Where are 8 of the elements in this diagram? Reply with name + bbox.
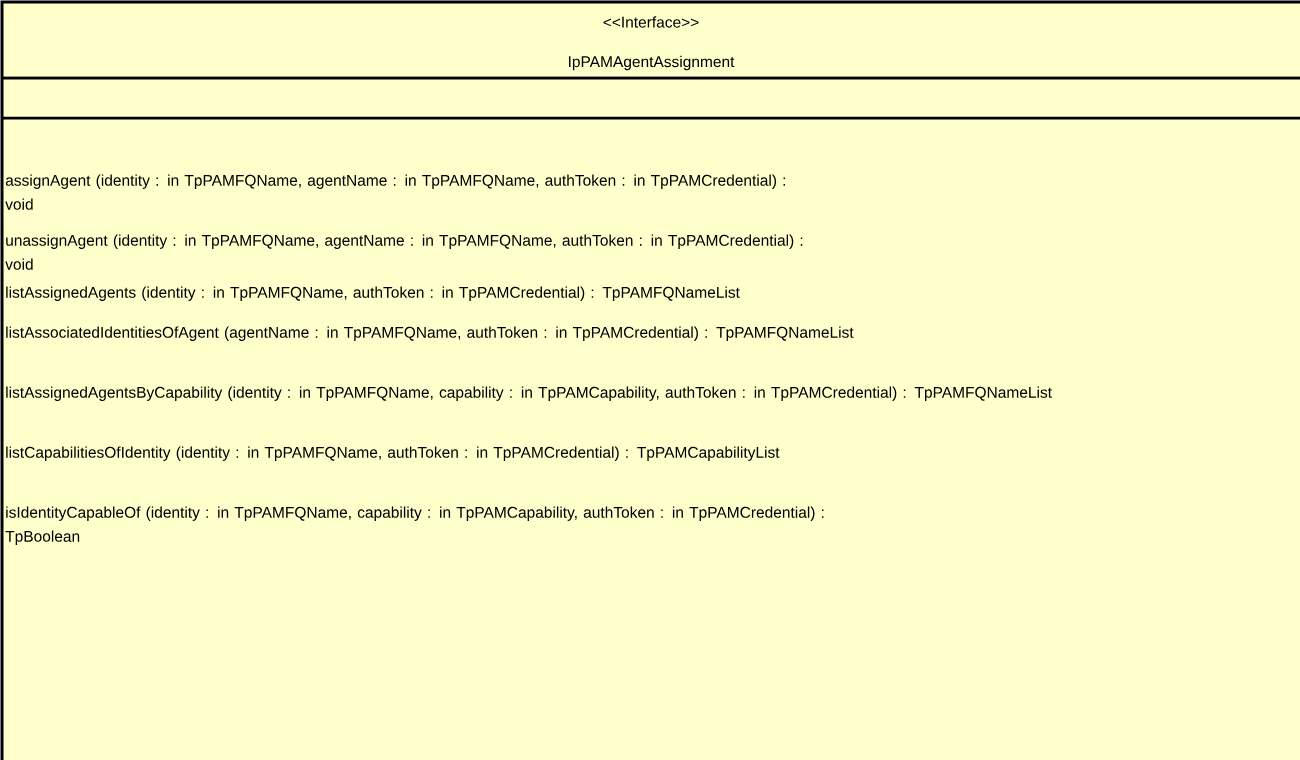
class-name: IpPAMAgentAssignment <box>569 55 735 71</box>
stereotype-label: <<Interface>> <box>603 16 699 28</box>
operation-signature: listAssociatedIdentitiesOfAgent (agentName : in TpPAMFQName, authToken : in TpPAMCredential) : TpPAMFQNameList <box>6 326 854 341</box>
operation-signature: isIdentityCapableOf (identity : in TpPAMFQName, capability : in TpPAMCapability, authToken : in TpPAMCredential) : TpBoolean <box>5 506 824 545</box>
operation-signature: listAssignedAgents (identity : in TpPAMFQName, authToken : in TpPAMCredential) : TpPAMFQNameList <box>6 286 740 301</box>
operation-signature: assignAgent (identity : in TpPAMFQName, agentName : in TpPAMFQName, authToken : in TpPAMCredential) : void <box>5 174 786 210</box>
operation-signature: listCapabilitiesOfIdentity (identity : in TpPAMFQName, authToken : in TpPAMCredential) : TpPAMCapabilityList <box>6 446 780 461</box>
operation-signature: listAssignedAgentsByCapability (identity : in TpPAMFQName, capability : in TpPAMCapability, authToken : in TpPAMCredential) : TpPAMFQNameList <box>6 386 1052 401</box>
